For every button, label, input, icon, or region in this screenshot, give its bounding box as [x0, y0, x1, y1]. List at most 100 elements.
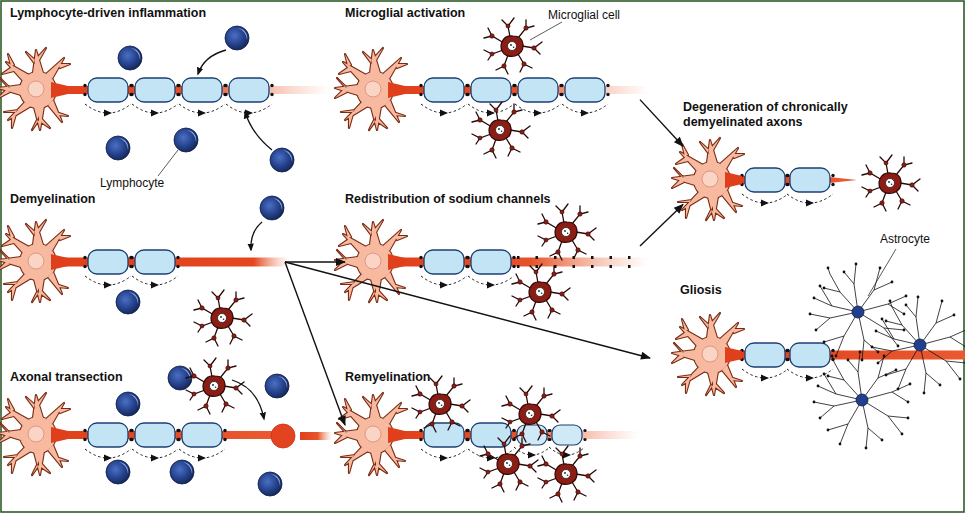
- migration-arrow: [251, 222, 262, 250]
- panel-heading: Redistribution of sodium channels: [345, 192, 640, 207]
- lymphocyte: [170, 460, 194, 484]
- saltatory-arrow: [179, 104, 225, 117]
- neuron-soma: [0, 48, 70, 130]
- saltatory-arrow: [132, 276, 178, 289]
- myelin-segment: [83, 423, 132, 447]
- neuron-soma: [335, 48, 407, 130]
- saltatory-arrow: [787, 369, 833, 382]
- thin-myelin-segment: [512, 425, 551, 445]
- lymphocyte: [260, 196, 284, 220]
- lymphocyte: [174, 128, 198, 152]
- microglial-cell: [484, 18, 542, 74]
- microglial-cell: [194, 290, 252, 346]
- panel-box: Microglial activation: [345, 6, 640, 136]
- leader-line: [868, 249, 896, 296]
- neuron: [0, 220, 290, 302]
- saltatory-arrow: [742, 194, 788, 207]
- flow-arrow: [285, 262, 345, 425]
- leader-line: [158, 150, 178, 176]
- panel-box: Lymphocyte-driven inflammation: [10, 6, 315, 176]
- myelin-segment: [130, 423, 179, 447]
- lymphocyte: [258, 472, 282, 496]
- panel-heading: Degeneration of chronically demyelinated…: [683, 100, 883, 130]
- saltatory-arrow: [85, 276, 131, 289]
- sodium-channels: [517, 256, 637, 259]
- saltatory-arrow: [421, 276, 467, 289]
- myelin-segment: [83, 250, 132, 274]
- panel-box: Remyelination: [345, 370, 640, 480]
- neuron-soma: [672, 138, 744, 220]
- neuron: [672, 138, 857, 220]
- myelin-segment: [785, 343, 834, 367]
- neuron-soma: [0, 393, 70, 475]
- thin-myelin-segment: [547, 425, 586, 445]
- neuron-soma: [672, 313, 744, 395]
- migration-arrow: [232, 380, 264, 419]
- microglial-cell: [186, 358, 244, 414]
- flow-arrow: [285, 262, 650, 358]
- saltatory-arrow: [132, 104, 178, 117]
- myelin-segment: [466, 423, 515, 447]
- saltatory-arrow: [226, 104, 272, 117]
- panel-box: Degeneration of chronically demyelinated…: [683, 100, 955, 210]
- neuron: [335, 220, 649, 302]
- panel-box: Axonal transection: [10, 370, 315, 505]
- lymphocyte: [118, 46, 142, 70]
- lymphocyte: [116, 392, 140, 416]
- lymphocyte: [270, 148, 294, 172]
- myelin-segment: [419, 250, 468, 274]
- myelin-segment: [224, 78, 273, 102]
- microglial-cell: [480, 436, 538, 492]
- myelin-segment: [785, 168, 834, 192]
- saltatory-arrow: [132, 449, 178, 462]
- flow-arrow: [640, 205, 683, 247]
- lymphocyte: [106, 460, 130, 484]
- leader-line: [530, 22, 562, 40]
- panel-box: Gliosis: [650, 283, 960, 413]
- myelin-segment: [560, 78, 609, 102]
- saltatory-arrow: [85, 449, 131, 462]
- astrocyte: [813, 351, 912, 450]
- myelin-segment: [513, 78, 562, 102]
- neuron: [335, 48, 649, 130]
- myelin-segment: [83, 78, 132, 102]
- panel-heading: Gliosis: [680, 283, 960, 298]
- microglial-cell: [472, 102, 530, 158]
- saltatory-arrow: [421, 104, 467, 117]
- saltatory-arrow: [787, 194, 833, 207]
- neuron: [672, 313, 965, 395]
- saltatory-arrow: [468, 276, 514, 289]
- migration-arrow: [198, 50, 226, 74]
- microglial-cell: [538, 446, 596, 502]
- microglial-cell: [538, 204, 596, 260]
- lymphocyte: [225, 26, 249, 50]
- myelin-segment: [130, 250, 179, 274]
- part-label: Lymphocyte: [100, 176, 164, 190]
- myelin-segment: [466, 78, 515, 102]
- axon-fragment: [300, 432, 332, 440]
- flow-arrow: [640, 100, 683, 147]
- lymphocyte: [106, 136, 130, 160]
- myelin-segment: [740, 343, 789, 367]
- myelin-segment: [130, 78, 179, 102]
- neuron-soma: [335, 220, 407, 302]
- terminal-bulb: [271, 424, 295, 448]
- neuron-soma: [0, 220, 70, 302]
- lymphocyte: [265, 374, 289, 398]
- saltatory-arrow: [179, 449, 225, 462]
- microglial-cell: [862, 155, 920, 211]
- sodium-channels: [517, 265, 637, 268]
- astrocyte: [871, 296, 965, 395]
- astrocyte: [809, 263, 908, 362]
- saltatory-arrow: [421, 449, 467, 462]
- myelin-segment: [419, 78, 468, 102]
- myelin-segment: [177, 78, 226, 102]
- neuron-soma: [335, 393, 407, 475]
- microglial-cell: [502, 386, 560, 442]
- microglial-cell: [512, 264, 570, 320]
- panel-heading: Remyelination: [345, 370, 640, 385]
- migration-arrow: [245, 112, 272, 150]
- lymphocyte: [116, 290, 140, 314]
